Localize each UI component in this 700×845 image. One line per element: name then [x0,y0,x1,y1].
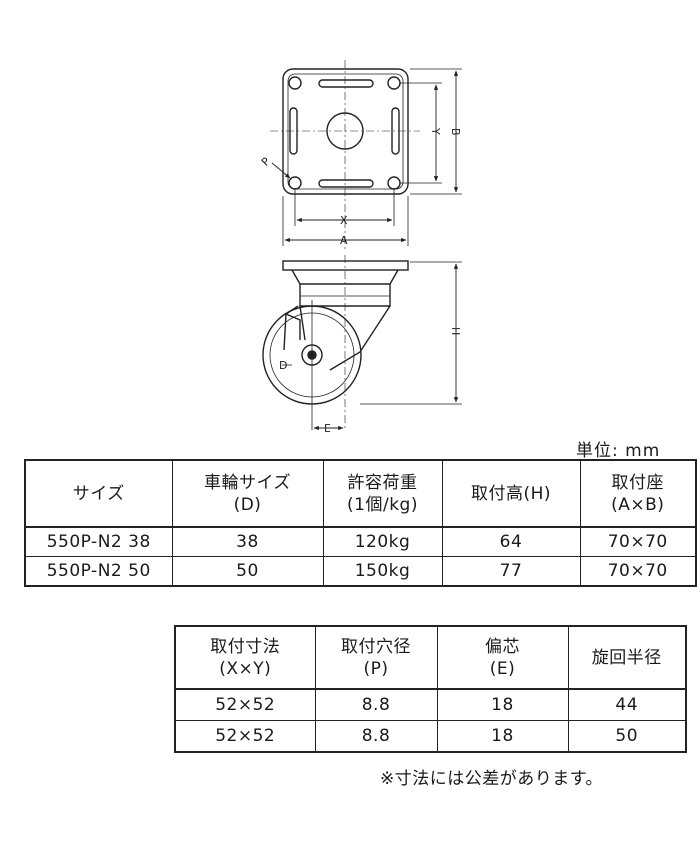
header-mounting-height: 取付高(H) [441,459,581,528]
bolt-hole [387,176,401,190]
header-allowable-load: 許容荷重(1個/kg) [322,459,443,528]
cell-load: 120kg [322,526,443,557]
spec-table-mounting: 取付寸法(X×Y) 取付穴径(P) 偏芯(E) 旋回半径 52×52 8.8 1… [174,625,687,753]
cell-offset: 18 [436,720,569,753]
cell-offset: 18 [436,688,569,721]
cell-size: 550P-N2 50 [24,556,173,587]
cell-mounting-dimension: 52×52 [174,720,316,753]
label-x: X [340,214,348,227]
cell-wheel-size: 50 [171,556,324,587]
cell-swivel-radius: 44 [567,688,687,721]
unit-note: 単位: mm [576,441,661,461]
cell-plate: 70×70 [579,526,697,557]
cell-height: 77 [441,556,581,587]
cell-load: 150kg [322,556,443,587]
label-e: E [324,422,331,435]
label-h: H [449,327,462,335]
header-swivel-radius: 旋回半径 [567,625,687,690]
mounting-plate-top-view [282,68,409,195]
cell-hole-diameter: 8.8 [314,688,438,721]
cell-hole-diameter: 8.8 [314,720,438,753]
cell-mounting-dimension: 52×52 [174,688,316,721]
table-row: 52×52 8.8 18 44 [174,688,687,721]
header-wheel-size: 車輪サイズ(D) [171,459,324,528]
spec-table-main: サイズ 車輪サイズ(D) 許容荷重(1個/kg) 取付高(H) 取付座(A×B)… [24,459,697,587]
label-p: P [259,155,273,169]
table-row: 550P-N2 50 50 150kg 77 70×70 [24,556,697,587]
caster-technical-drawing: Y B P X A H D E [259,60,462,435]
table-row: 52×52 8.8 18 50 [174,720,687,753]
bolt-hole [387,76,401,90]
bolt-hole [288,176,302,190]
label-d: D [279,359,287,372]
cell-plate: 70×70 [579,556,697,587]
header-hole-diameter: 取付穴径(P) [314,625,438,690]
header-size: サイズ [24,459,173,528]
table-row: 550P-N2 38 38 120kg 64 70×70 [24,526,697,557]
cell-wheel-size: 38 [171,526,324,557]
cell-size: 550P-N2 38 [24,526,173,557]
label-b: B [449,128,462,136]
cell-swivel-radius: 50 [567,720,687,753]
tolerance-footnote: ※寸法には公差があります。 [380,769,604,789]
cell-height: 64 [441,526,581,557]
table-header-row: サイズ 車輪サイズ(D) 許容荷重(1個/kg) 取付高(H) 取付座(A×B) [24,459,697,528]
header-mounting-plate: 取付座(A×B) [579,459,697,528]
table-header-row: 取付寸法(X×Y) 取付穴径(P) 偏芯(E) 旋回半径 [174,625,687,690]
mounting-plate-side-view [282,260,409,271]
header-mounting-dimension: 取付寸法(X×Y) [174,625,316,690]
header-offset: 偏芯(E) [436,625,569,690]
label-y: Y [429,127,442,135]
label-a: A [340,234,348,247]
bolt-hole [288,76,302,90]
